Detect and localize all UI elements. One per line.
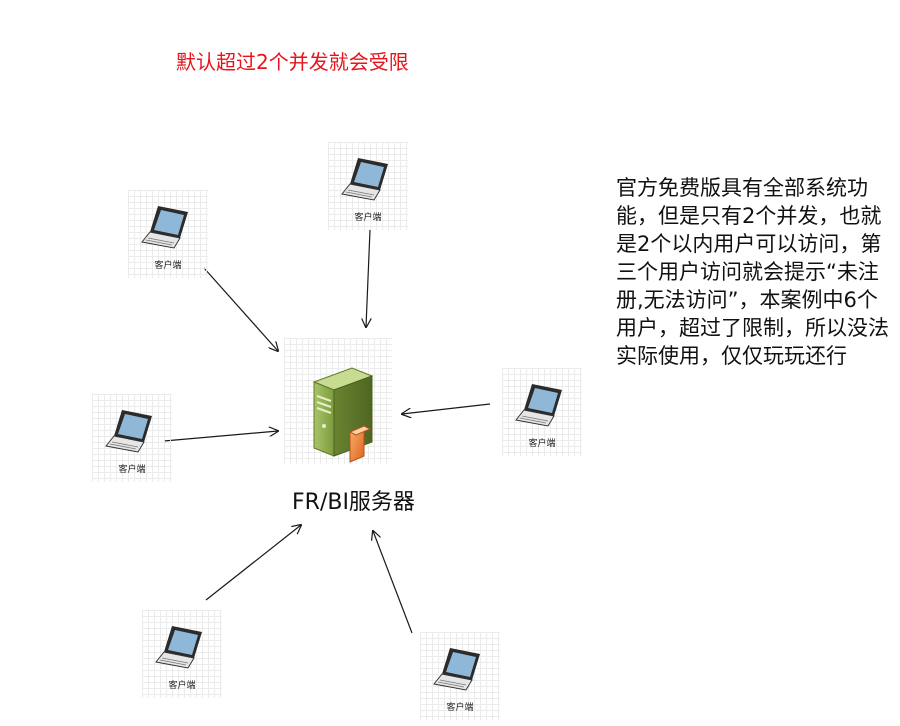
- client-label: 客户端: [528, 439, 556, 449]
- client-middle-left: 客户端: [92, 394, 172, 482]
- arrow-top-left: [203, 267, 278, 351]
- client-top-center: 客户端: [328, 142, 408, 230]
- client-label: 客户端: [154, 261, 182, 271]
- arrow-middle-right: [402, 403, 491, 414]
- arrow-top-center: [366, 229, 370, 327]
- laptop-icon: [515, 384, 562, 427]
- diagram-title: 默认超过2个并发就会受限: [176, 50, 409, 74]
- laptop-icon: [341, 158, 388, 201]
- client-label: 客户端: [354, 213, 382, 223]
- note-text: 官方免费版具有全部系统功能，但是只有2个并发，也就是2个以内用户可以访问，第三个…: [616, 176, 889, 368]
- arrow-bottom-left: [205, 525, 301, 601]
- laptop-icon: [141, 206, 188, 249]
- arrow-bottom-right: [373, 531, 413, 634]
- server-node: [284, 338, 392, 464]
- laptop-icon: [155, 626, 202, 669]
- client-bottom-right: 客户端: [420, 632, 500, 720]
- arrow-middle-left: [163, 431, 278, 442]
- laptop-icon: [433, 648, 480, 691]
- client-label: 客户端: [446, 703, 474, 713]
- server-label: FR/BI服务器: [292, 490, 415, 515]
- server-icon: [312, 367, 374, 463]
- client-top-left: 客户端: [128, 190, 208, 278]
- client-middle-right: 客户端: [502, 368, 582, 456]
- client-bottom-left: 客户端: [142, 610, 222, 698]
- client-label: 客户端: [168, 681, 196, 691]
- laptop-icon: [105, 410, 152, 453]
- client-label: 客户端: [118, 465, 146, 475]
